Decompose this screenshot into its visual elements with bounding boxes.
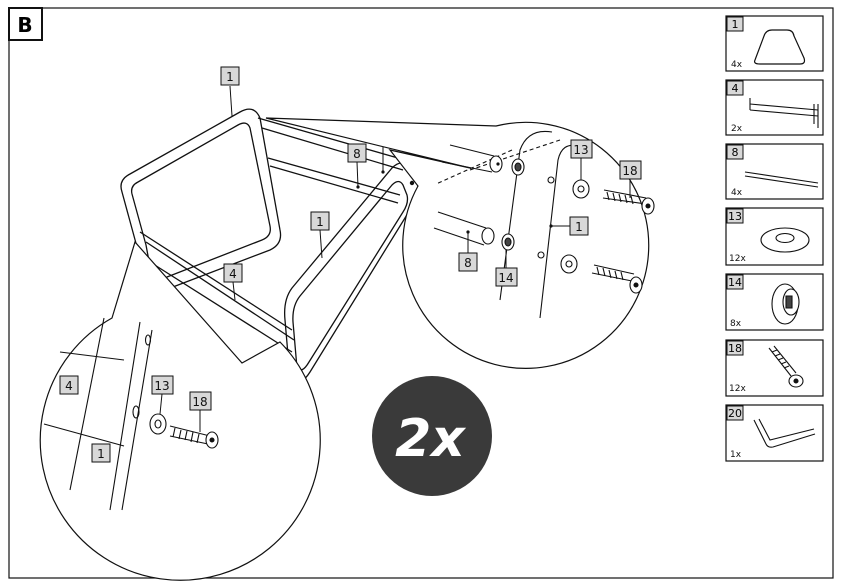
svg-text:13: 13 (728, 210, 742, 223)
svg-text:1: 1 (732, 18, 739, 31)
svg-text:13: 13 (154, 379, 169, 393)
left-detail-parts (43, 317, 219, 511)
bolt-icon (768, 345, 804, 388)
hole-marker (496, 162, 500, 166)
svg-text:12x: 12x (729, 254, 746, 264)
hole-marker (549, 224, 553, 228)
callout-brace: 4 (223, 263, 243, 301)
svg-text:14: 14 (498, 271, 513, 285)
brace-icon (749, 98, 819, 128)
svg-text:4x: 4x (731, 60, 743, 70)
part-13-card: 13 12x (725, 207, 824, 266)
svg-text:4: 4 (65, 379, 73, 393)
svg-text:13: 13 (573, 143, 588, 157)
svg-text:12x: 12x (729, 384, 746, 394)
callout-right-washer: 13 (570, 139, 593, 180)
callout-right-frame: 1 (552, 216, 589, 236)
callout-left-washer: 13 (151, 375, 174, 415)
detail-bubble-left (39, 240, 321, 581)
callout-rail-front: 8 (347, 143, 367, 188)
part-14-card: 14 8x (725, 273, 824, 331)
svg-text:18: 18 (192, 395, 207, 409)
svg-text:8: 8 (732, 146, 739, 159)
step-badge: B (8, 7, 43, 41)
callout-left-brace: 4 (59, 375, 79, 395)
detail-bubble-right (265, 117, 650, 369)
callout-right-bolt: 18 (619, 160, 642, 198)
multiplier-text: 2x (395, 409, 466, 469)
diagram-frame (8, 7, 834, 579)
hex-key-icon (753, 418, 816, 448)
callout-right-nut: 14 (495, 250, 518, 287)
parts-list: 1 4x 4 2x 8 4x (725, 15, 824, 462)
svg-text:2x: 2x (731, 124, 743, 134)
svg-text:4: 4 (229, 267, 237, 281)
part-1-card: 1 4x (725, 15, 824, 72)
svg-text:18: 18 (622, 164, 637, 178)
barrel-nut-icon (771, 283, 800, 325)
svg-text:4: 4 (732, 82, 739, 95)
multiplier-badge: 2x (372, 376, 492, 496)
svg-text:14: 14 (728, 276, 742, 289)
svg-text:1: 1 (575, 220, 583, 234)
callout-left-bolt: 18 (189, 391, 212, 432)
callout-frame-top: 1 (220, 66, 240, 117)
rod-icon (744, 171, 819, 188)
part-8-card: 8 4x (725, 143, 824, 200)
svg-text:1: 1 (97, 447, 105, 461)
right-detail-parts (433, 130, 655, 319)
part-4-card: 4 2x (725, 79, 824, 136)
svg-text:4x: 4x (731, 188, 743, 198)
callout-frame-side: 1 (310, 211, 330, 259)
svg-text:1x: 1x (730, 450, 742, 460)
step-label: B (17, 13, 32, 37)
svg-text:8: 8 (353, 147, 361, 161)
bolt-hole-marker (409, 180, 415, 186)
part-20-card: 20 1x (725, 404, 824, 462)
washer-icon (760, 227, 810, 253)
svg-text:8x: 8x (730, 319, 742, 329)
callout-left-frame: 1 (91, 443, 111, 463)
svg-text:8: 8 (464, 256, 472, 270)
callout-right-rail: 8 (458, 232, 478, 272)
frame-icon (753, 29, 806, 65)
svg-text:18: 18 (728, 342, 742, 355)
chair-frame (120, 108, 419, 383)
svg-text:1: 1 (316, 215, 324, 229)
part-18-card: 18 12x (725, 339, 824, 397)
svg-text:20: 20 (728, 407, 742, 420)
svg-text:1: 1 (226, 70, 234, 84)
